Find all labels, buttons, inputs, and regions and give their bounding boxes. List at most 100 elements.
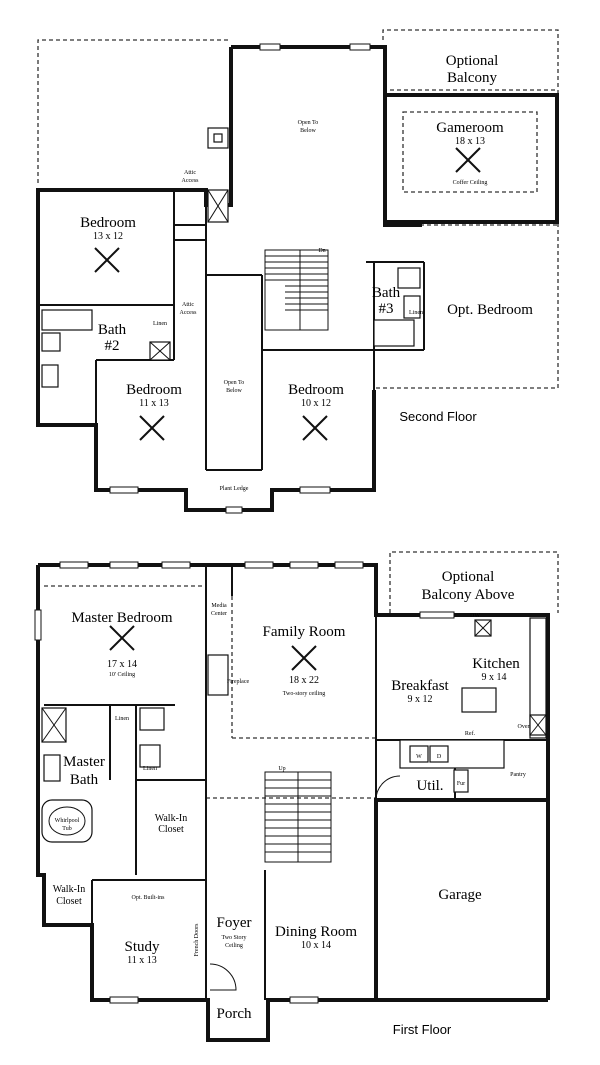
label-master-ceiling: 10' Ceiling: [109, 672, 135, 678]
fan-icon: [302, 415, 328, 441]
label-optional-balcony: Optional: [446, 53, 499, 69]
label-breakfast-size: 9 x 12: [408, 694, 433, 705]
label-ref: Ref.: [465, 730, 476, 737]
label-two-story-ceiling: Two-story ceiling: [283, 691, 325, 697]
label-up: Up: [278, 766, 285, 772]
label-linen-2: Linen: [143, 766, 157, 772]
label-study-size: 11 x 13: [127, 955, 157, 966]
label-family-room-size: 18 x 22: [289, 675, 319, 686]
sink-master-1: [43, 754, 61, 782]
label-bedroom-c-size: 10 x 12: [301, 398, 331, 409]
label-plant-ledge: Plant Ledge: [220, 486, 249, 492]
label-kitchen-size: 9 x 14: [482, 672, 507, 683]
fan-icon: [139, 415, 165, 441]
label-kitchen: Kitchen: [472, 656, 520, 672]
fan-icon: [94, 247, 120, 273]
label-master-bedroom-size: 17 x 14: [107, 659, 137, 670]
first-floor-plan: Optional Balcony Above Master Bedroom 17…: [34, 551, 559, 1042]
label-dining-room-size: 10 x 14: [301, 940, 331, 951]
label-open-to-below-2b: Below: [226, 388, 242, 394]
fan-icon: [455, 147, 481, 173]
sink-bath2: [41, 364, 59, 388]
garage-door-swing: [375, 775, 401, 801]
label-attic-access: Attic: [184, 170, 196, 176]
label-bedroom-a-size: 13 x 12: [93, 231, 123, 242]
label-opt-bedroom: Opt. Bedroom: [447, 302, 533, 318]
label-walkin-closet-1: Walk-In: [155, 813, 188, 824]
label-oven: Oven: [518, 724, 531, 730]
label-bath3-num: #3: [379, 301, 394, 317]
furnace: [453, 769, 469, 793]
label-attic-access-2: Attic: [182, 302, 194, 308]
label-coffer-ceiling: Coffer Ceiling: [453, 179, 488, 186]
label-gameroom-size: 18 x 13: [455, 136, 485, 147]
label-attic-access-b: Access: [182, 178, 200, 184]
label-bedroom-b-size: 11 x 13: [139, 398, 169, 409]
label-french-doors: French Doors: [194, 923, 200, 956]
label-gameroom: Gameroom: [436, 120, 504, 136]
label-washer: W: [416, 754, 422, 760]
label-bath2-num: #2: [105, 338, 120, 354]
label-garage: Garage: [438, 887, 482, 903]
label-dn: Dn: [318, 248, 325, 254]
label-walkin-closet-2b: Closet: [56, 896, 82, 907]
label-walkin-closet-2: Walk-In: [53, 884, 86, 895]
label-master-bath: Master: [63, 754, 105, 770]
label-media-center: Media: [211, 603, 227, 609]
label-whirlpool-2: Tub: [62, 826, 71, 832]
label-media-center-2: Center: [211, 611, 227, 617]
label-breakfast: Breakfast: [391, 678, 449, 694]
toilet-bath3: [403, 295, 421, 319]
label-whirlpool: Whirlpool: [55, 818, 80, 824]
label-foyer-ceiling-2: Ceiling: [225, 943, 243, 949]
label-bedroom-c: Bedroom: [288, 382, 344, 398]
label-optional-balcony-2: Balcony: [447, 70, 497, 86]
kitchen-wall-counter: [529, 617, 547, 739]
toilet-master: [139, 744, 161, 768]
label-dryer: D: [437, 754, 442, 760]
label-linen: Linen: [115, 716, 129, 722]
label-foyer-ceiling-1: Two Story: [221, 935, 246, 941]
caption-first-floor: First Floor: [393, 1022, 452, 1037]
sink-master-2: [139, 707, 165, 731]
label-porch: Porch: [217, 1006, 252, 1022]
label-master-bath-2: Bath: [70, 772, 99, 788]
label-bedroom-b: Bedroom: [126, 382, 182, 398]
caption-second-floor: Second Floor: [399, 409, 477, 424]
label-study: Study: [124, 939, 160, 955]
label-family-room: Family Room: [263, 624, 346, 640]
label-attic-access-2b: Access: [180, 310, 198, 316]
sink-bath3: [397, 267, 421, 289]
gameroom-walls: [383, 93, 559, 224]
fireplace-icon: [207, 654, 229, 696]
label-opt-builtins: Opt. Built-ins: [131, 895, 165, 901]
toilet-bath2: [41, 332, 61, 352]
label-bedroom-a: Bedroom: [80, 215, 136, 231]
label-dining-room: Dining Room: [275, 924, 357, 940]
fan-icon: [109, 625, 135, 651]
label-fireplace: Fireplace: [227, 679, 250, 685]
stairs-second-floor: [207, 127, 329, 331]
label-linen-b: Linen: [409, 310, 423, 316]
label-util: Util.: [416, 778, 443, 794]
label-optional: Optional: [442, 569, 495, 585]
label-fur: Fur: [457, 781, 465, 787]
label-bath3: Bath: [372, 285, 401, 301]
stairs-first-floor: [264, 771, 332, 863]
gameroom-coffer-outline: [402, 111, 538, 193]
label-open-to-below: Open To: [298, 120, 319, 126]
tub-bath3: [373, 319, 415, 347]
second-floor-plan: Optional Balcony Open To Below Gameroom …: [36, 29, 559, 514]
front-door: [209, 963, 237, 991]
label-open-to-below-b: Below: [300, 128, 316, 134]
label-walkin-closet-1b: Closet: [158, 824, 184, 835]
label-dw: DW: [470, 613, 480, 619]
label-open-to-below-2: Open To: [224, 380, 245, 386]
label-balcony-above: Balcony Above: [422, 587, 515, 603]
tub-bath2: [41, 309, 93, 331]
label-bath2: Bath: [98, 322, 127, 338]
label-pantry: Pantry: [510, 772, 526, 778]
label-linen: Linen: [153, 321, 167, 327]
label-master-bedroom: Master Bedroom: [71, 610, 173, 626]
